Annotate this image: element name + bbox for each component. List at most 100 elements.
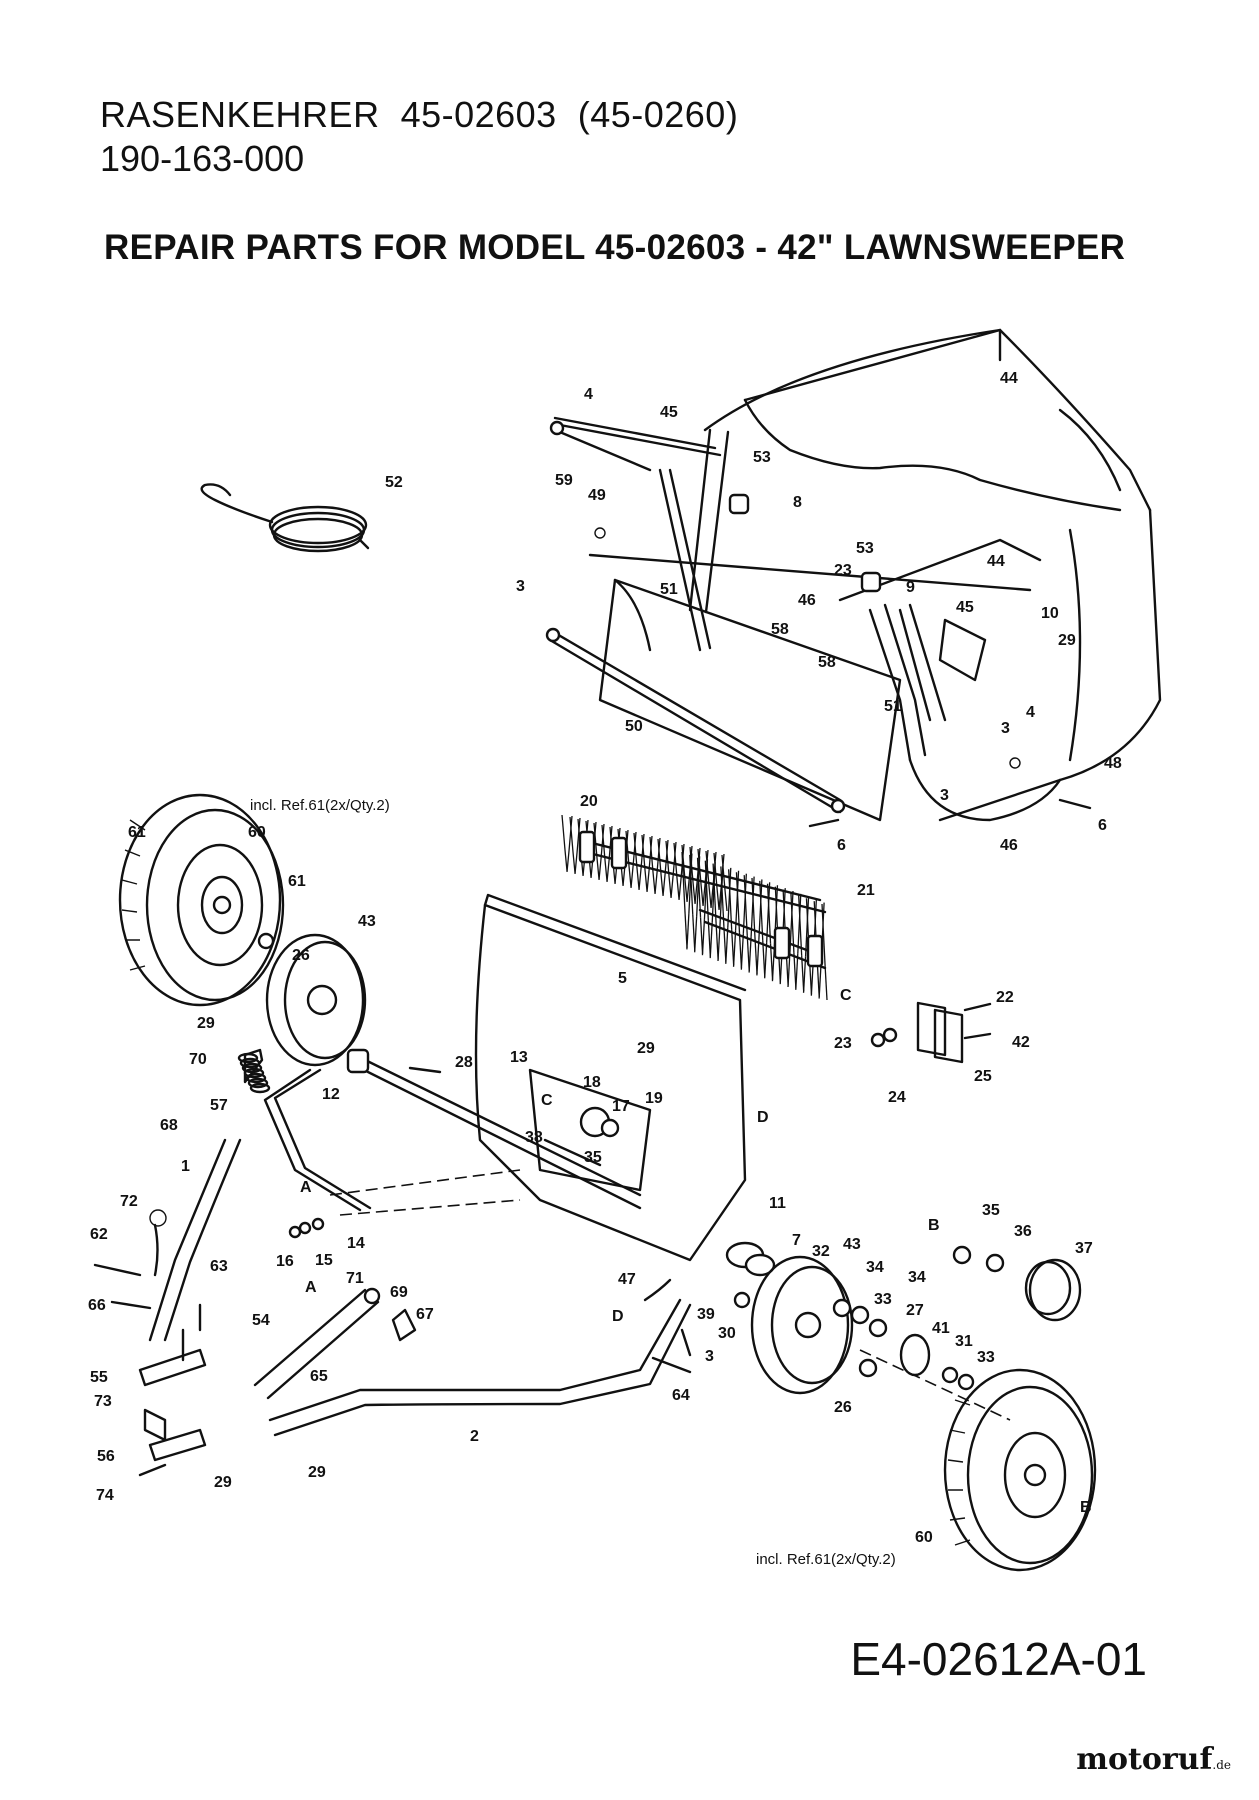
callout-3: 3: [1001, 720, 1010, 737]
callout-29: 29: [637, 1040, 655, 1057]
callout-12: 12: [322, 1086, 340, 1103]
bristle: [681, 844, 686, 881]
bristle: [734, 870, 740, 931]
part-callouts: 52 4 45 44 59 53 49 8 3 51 23 53 46 44 9…: [88, 370, 1122, 1546]
callout-51: 51: [884, 698, 902, 715]
bristle: [649, 836, 654, 873]
callout-53: 53: [753, 449, 771, 466]
callout-38: 38: [525, 1129, 543, 1146]
callout-45: 45: [660, 404, 678, 421]
bristle: [654, 872, 658, 895]
callout-72: 72: [120, 1193, 138, 1210]
bristle: [668, 875, 672, 898]
callout-13: 13: [510, 1049, 528, 1066]
callout-10: 10: [1041, 605, 1059, 622]
callout-21: 21: [857, 882, 875, 899]
bristle: [721, 854, 726, 891]
bristle: [719, 864, 724, 926]
callout-4: 4: [584, 386, 593, 403]
callout-73: 73: [94, 1393, 112, 1410]
callout-36: 36: [1014, 1223, 1032, 1240]
bristle: [636, 867, 640, 890]
bristle: [703, 859, 709, 920]
bristle: [665, 840, 670, 877]
callout-58: 58: [771, 621, 789, 638]
callout-53: 53: [856, 540, 874, 557]
callout-18: 18: [583, 1074, 601, 1091]
wheel-left-note: incl. Ref.61(2x/Qty.2): [250, 797, 390, 814]
bristle: [802, 956, 807, 993]
bristle: [748, 936, 752, 973]
callout-71: 71: [346, 1270, 364, 1287]
callout-11: 11: [769, 1195, 786, 1212]
bristle: [727, 867, 732, 928]
callout-43: 43: [843, 1236, 861, 1253]
callout-29: 29: [214, 1474, 232, 1491]
bristle: [700, 883, 704, 906]
bristle: [789, 890, 794, 952]
handle-linkage: [93, 1048, 692, 1477]
callout-20: 20: [580, 793, 598, 810]
bristle: [601, 824, 606, 861]
spring-coil: [247, 1077, 269, 1089]
cable-coil: [200, 483, 370, 553]
bristle: [656, 837, 661, 874]
hopper-frame-assembly: [545, 328, 1162, 828]
bristle: [712, 863, 717, 924]
bristle: [644, 869, 648, 892]
spring-coil: [241, 1062, 263, 1074]
bristle: [720, 866, 725, 927]
callout-29: 29: [197, 1015, 215, 1032]
bristle: [764, 942, 768, 979]
page-title: REPAIR PARTS FOR MODEL 45-02603 - 42" LA…: [104, 228, 1126, 267]
callout-74: 74: [96, 1487, 114, 1504]
callout-64: 64: [672, 1387, 690, 1404]
bristle: [694, 882, 698, 905]
callout-22: 22: [996, 989, 1014, 1006]
bristle: [713, 852, 718, 889]
callout-51: 51: [660, 581, 678, 598]
bristle: [569, 816, 574, 853]
spring-coil: [239, 1057, 261, 1069]
callout-58: 58: [818, 654, 836, 671]
bristle: [604, 859, 608, 882]
bristle: [717, 924, 721, 962]
callout-26: 26: [834, 1399, 852, 1416]
bristle: [561, 814, 566, 851]
bristle: [696, 856, 701, 917]
bristle: [676, 877, 680, 900]
bristle: [568, 815, 573, 852]
callout-6: 6: [837, 837, 846, 854]
bristle: [718, 888, 722, 911]
callout-61: 61: [288, 873, 306, 890]
callout-2: 2: [470, 1428, 479, 1445]
bristle: [759, 880, 764, 941]
bristle: [708, 885, 712, 908]
bristle: [598, 858, 602, 881]
left-gear-housing: [257, 932, 367, 1067]
bristle: [702, 884, 706, 907]
callout-48: 48: [1104, 755, 1122, 772]
bristle: [606, 860, 610, 883]
bristle: [574, 852, 578, 875]
bristle: [608, 825, 613, 862]
callout-27: 27: [906, 1302, 924, 1319]
bristle: [596, 857, 600, 880]
bristle: [670, 876, 674, 899]
callout-62: 62: [90, 1226, 108, 1243]
callout-1: 1: [181, 1158, 190, 1175]
bristle: [660, 873, 664, 896]
bristle: [672, 841, 677, 878]
bearing-bracket: [870, 1001, 992, 1064]
bristle: [743, 875, 748, 936]
bristle: [641, 834, 646, 871]
header-line-part-number: 190-163-000: [100, 138, 305, 179]
callout-68: 68: [160, 1117, 178, 1134]
bristle: [593, 822, 598, 859]
bristle: [564, 849, 568, 872]
bristle: [740, 933, 744, 970]
bristle: [686, 913, 690, 950]
brush-assembly: [561, 814, 828, 1001]
callout-31: 31: [955, 1333, 973, 1350]
bristle: [686, 880, 690, 903]
